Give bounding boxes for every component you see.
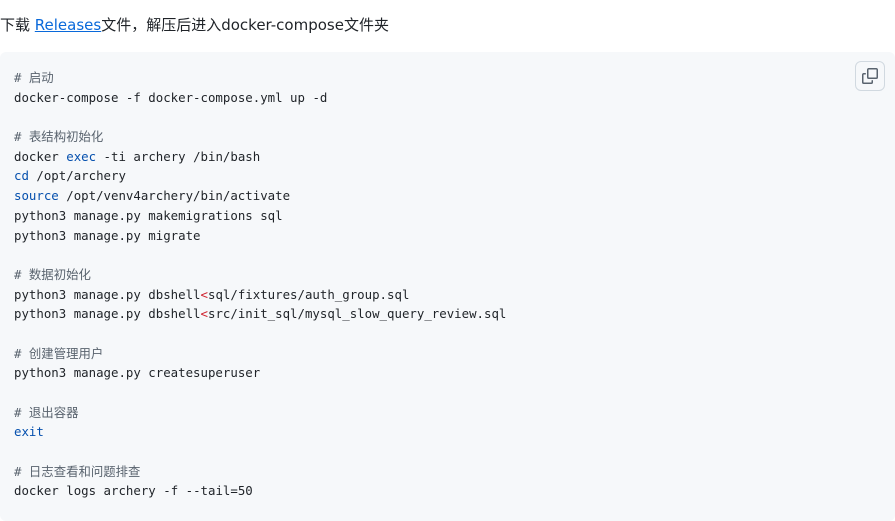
code-line: exit (14, 424, 44, 440)
code-line: # 退出容器 (14, 404, 79, 420)
code-line: python3 manage.py createsuperuser (14, 365, 261, 381)
code-line (14, 442, 506, 462)
code-line (14, 383, 506, 403)
code-line: # 启动 (14, 70, 54, 85)
code-line (14, 107, 506, 127)
code-line: # 日志查看和问题排查 (14, 463, 141, 479)
releases-link[interactable]: Releases (34, 16, 102, 34)
code-line: # 数据初始化 (14, 266, 91, 282)
code-line: python3 manage.py migrate (14, 227, 201, 243)
code-line: docker exec -ti archery /bin/bash (14, 148, 261, 164)
code-line (14, 245, 506, 265)
code-line: docker logs archery -f --tail=50 (14, 483, 253, 499)
code-line: python3 manage.py makemigrations sql (14, 207, 283, 223)
intro-paragraph: 下载 Releases文件，解压后进入docker-compose文件夹 (0, 15, 389, 35)
intro-suffix: 文件，解压后进入docker-compose文件夹 (101, 16, 389, 34)
code-line: docker-compose -f docker-compose.yml up … (14, 89, 328, 105)
copy-icon (862, 68, 878, 84)
intro-prefix: 下载 (0, 16, 35, 34)
code-line: source /opt/venv4archery/bin/activate (14, 188, 291, 204)
code-line (14, 324, 506, 344)
code-block: # 启动 docker-compose -f docker-compose.yml… (0, 52, 895, 521)
code-line: cd /opt/archery (14, 168, 126, 184)
code-line: # 创建管理用户 (14, 345, 104, 361)
code-line: python3 manage.py dbshell<sql/fixtures/a… (14, 286, 410, 302)
code-content: # 启动 docker-compose -f docker-compose.yml… (14, 68, 506, 501)
code-line: # 表结构初始化 (14, 129, 104, 145)
copy-button[interactable] (855, 61, 885, 91)
code-line: python3 manage.py dbshell<src/init_sql/m… (14, 306, 507, 322)
